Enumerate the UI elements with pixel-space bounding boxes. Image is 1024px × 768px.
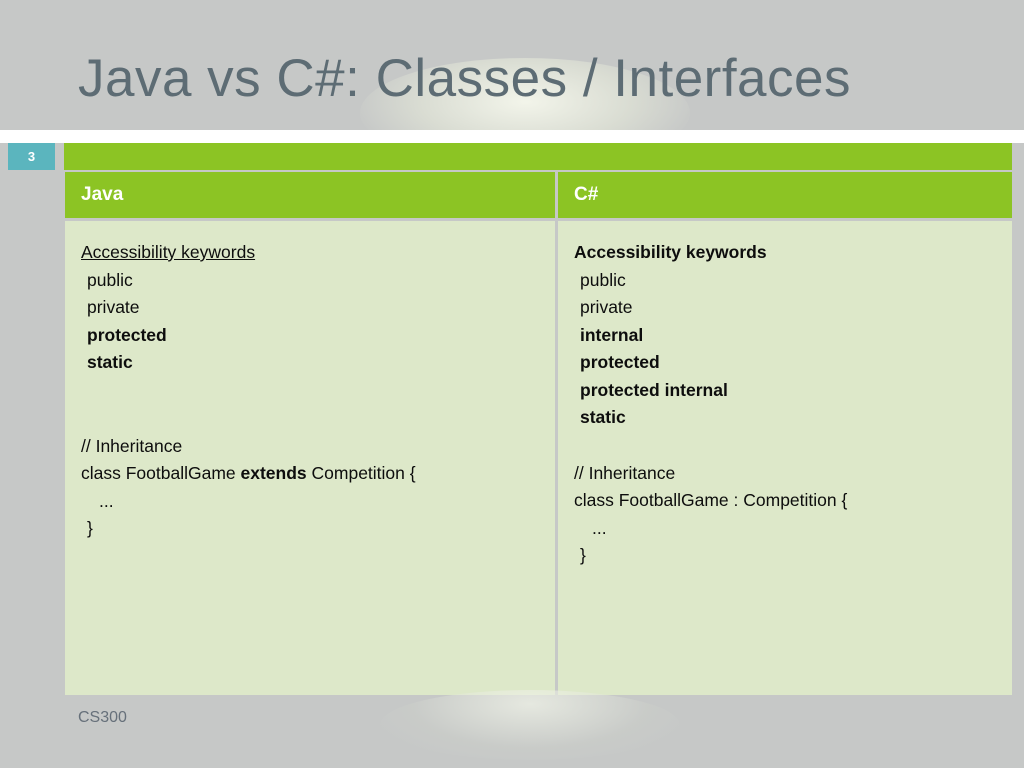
java-keyword-protected: protected — [87, 324, 167, 345]
table-cell-java: Accessibility keywords public private pr… — [65, 221, 555, 695]
csharp-keyword-static: static — [580, 407, 626, 427]
csharp-code-body: ... — [592, 517, 607, 538]
csharp-keyword-protected-internal: protected internal — [580, 379, 728, 400]
table-header-row: Java C# — [65, 172, 1012, 218]
table-cell-csharp: Accessibility keywords public private in… — [558, 221, 1012, 695]
java-code-body: ... — [99, 490, 114, 511]
csharp-code-declaration: class FootballGame : Competition { — [574, 487, 996, 515]
table-header-java: Java — [65, 172, 555, 218]
csharp-code-decl-prefix: class FootballGame — [574, 490, 734, 510]
java-code-declaration: class FootballGame extends Competition { — [81, 460, 539, 488]
title-band: Java vs C#: Classes / Interfaces — [0, 0, 1024, 130]
footer-watermark-decoration — [380, 690, 680, 760]
java-code-block: // Inheritance class FootballGame extend… — [81, 433, 539, 543]
csharp-code-comment: // Inheritance — [574, 462, 676, 483]
footer-course-code: CS300 — [78, 709, 127, 726]
csharp-keywords-heading: Accessibility keywords — [574, 242, 767, 262]
slide-number-label: 3 — [27, 149, 36, 164]
java-keyword-public: public — [87, 269, 133, 290]
slide-number-badge: 3 — [8, 143, 55, 170]
java-code-decl-suffix: Competition { — [306, 463, 416, 483]
table-header-csharp: C# — [558, 172, 1012, 218]
title-divider — [0, 130, 1024, 143]
csharp-code-close-brace: } — [580, 545, 586, 565]
java-code-comment: // Inheritance — [81, 435, 183, 456]
csharp-code-block: // Inheritance class FootballGame : Comp… — [574, 460, 996, 570]
java-code-decl-prefix: class FootballGame — [81, 463, 241, 483]
green-accent-bar — [64, 143, 1012, 170]
csharp-code-decl-suffix: Competition { — [738, 490, 848, 510]
csharp-code-decl-keyword: : — [733, 490, 739, 510]
java-keyword-static: static — [87, 352, 133, 372]
left-gutter — [0, 170, 64, 768]
java-keywords-heading: Accessibility keywords — [81, 242, 256, 262]
java-code-decl-keyword: extends — [240, 463, 307, 483]
page-title: Java vs C#: Classes / Interfaces — [78, 49, 852, 108]
java-keyword-private: private — [87, 297, 140, 317]
csharp-keyword-internal: internal — [580, 324, 644, 345]
java-code-close-brace: } — [87, 518, 93, 538]
comparison-table: Java C# Accessibility keywords public pr… — [65, 172, 1012, 695]
csharp-keyword-protected: protected — [580, 352, 660, 372]
table-body-row: Accessibility keywords public private pr… — [65, 221, 1012, 695]
csharp-keyword-public: public — [580, 269, 626, 290]
csharp-keyword-private: private — [580, 297, 633, 317]
